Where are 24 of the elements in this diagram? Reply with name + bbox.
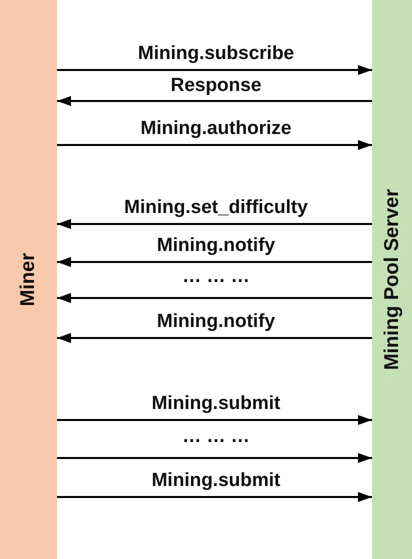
edge-label: Mining.notify [156, 235, 276, 257]
edge-label: Mining.submit [150, 393, 282, 415]
edge-label: … … … [181, 266, 251, 288]
edge-label: … … … [181, 426, 251, 448]
edge-label: Mining.subscribe [136, 43, 296, 65]
edge-label: Mining.submit [150, 470, 282, 492]
arrow [57, 96, 372, 106]
arrow [57, 492, 372, 502]
lifeline-band [372, 0, 412, 559]
arrow [57, 453, 372, 463]
arrow [57, 293, 372, 303]
lifeline-label: Mining Pool Server [380, 188, 404, 370]
arrow [57, 140, 372, 150]
edge-label: Mining.authorize [140, 118, 292, 140]
arrow [57, 415, 372, 425]
arrow [57, 257, 372, 267]
lifeline-band [0, 0, 57, 559]
arrow [57, 219, 372, 229]
arrow [57, 65, 372, 75]
lifeline-label: Miner [17, 252, 40, 306]
edge-label: Mining.set_difficulty [123, 197, 309, 219]
edge-label: Mining.notify [156, 311, 276, 333]
edge-label: Response [170, 75, 262, 97]
arrow [57, 333, 372, 343]
